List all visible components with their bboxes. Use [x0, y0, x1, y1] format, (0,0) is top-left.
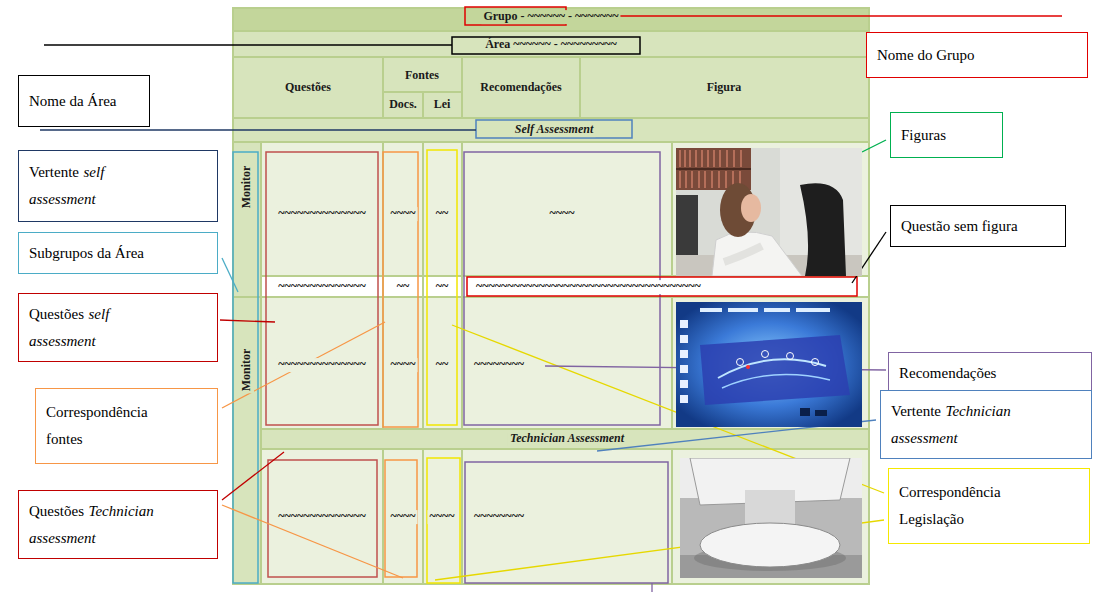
table-cell: ~~~~ — [389, 358, 418, 372]
table-cell: ~~~~~~~~~~~~~~ — [276, 280, 367, 294]
callout-label: Vertente — [891, 403, 941, 419]
highlight-outlines — [233, 7, 857, 583]
callout-label: Nome do Grupo — [877, 47, 975, 63]
table-cell: ~~ — [395, 280, 411, 294]
photo-person — [676, 148, 862, 276]
table-cell: ~~~~~~~~~~~~~~ — [276, 510, 367, 524]
callout-box: Correspondência fontes — [35, 388, 218, 464]
table-cell: Lei — [432, 98, 453, 112]
callout-box: Questõesself assessment — [18, 293, 218, 362]
table-cell: ~~~~~~~~ — [472, 358, 526, 372]
callout-text: Subgrupos da Área — [29, 240, 207, 267]
callout-text: QuestõesTechnician assessment — [29, 498, 199, 552]
table-cell: ~~ — [434, 207, 450, 221]
table-cell: ~~~~ — [428, 510, 457, 524]
photo-screen — [676, 302, 862, 427]
callout-text: Figuras — [901, 122, 992, 149]
table-cell: ~~~~~~~~~~~~~~ — [276, 358, 367, 372]
subgroup-label: Monitor — [240, 347, 254, 394]
callout-text: Questõesself assessment — [29, 301, 169, 355]
callout-text: Correspondência fontes — [46, 399, 176, 453]
table-cell: ~~ — [434, 280, 450, 294]
table-cell: Self Assessment — [513, 123, 596, 137]
callout-label: Questão sem figura — [901, 218, 1018, 234]
callout-label: Correspondência fontes — [46, 404, 148, 447]
callout-box: Vertenteself assessment — [18, 150, 218, 222]
table-cell: Questões — [283, 81, 333, 95]
callout-text: Nome do Grupo — [877, 42, 1077, 69]
callout-box: Subgrupos da Área — [18, 232, 218, 274]
table-cell: ~~ — [434, 358, 450, 372]
callout-label: Questões — [29, 503, 84, 519]
table-cell: Recomendações — [478, 81, 563, 95]
callout-text: Nome da Área — [29, 88, 139, 115]
callout-box: Nome da Área — [18, 75, 150, 127]
callout-label: Correspondência Legislação — [899, 484, 1001, 527]
callout-box: Correspondência Legislação — [888, 468, 1090, 544]
callout-label: Nome da Área — [29, 93, 116, 109]
template-table — [232, 7, 870, 585]
callout-box: Recomendações — [888, 352, 1092, 394]
table-cell: Technician Assessment — [508, 432, 626, 446]
callout-box: Questão sem figura — [890, 205, 1066, 247]
callout-text: Recomendações — [899, 360, 1081, 387]
table-cell: ~~~~ — [389, 207, 418, 221]
callout-text: Vertenteself assessment — [29, 159, 169, 213]
callout-box: Nome do Grupo — [866, 32, 1088, 78]
table-cell: ~~~~~~~~ — [472, 510, 526, 524]
table-cell: Grupo - ~~~~~~ - ~~~~~~~ — [481, 10, 620, 24]
table-cell: ~~~~ — [548, 207, 577, 221]
callout-label: Questões — [29, 306, 84, 322]
callout-label: Figuras — [901, 127, 946, 143]
callout-box: QuestõesTechnician assessment — [18, 490, 218, 559]
table-cell: Docs. — [387, 98, 419, 112]
table-cell: ~~~~~~~~~~~~~~~~~~~~~~~~~~~~~~~~~~~~ — [474, 280, 703, 294]
callout-box: VertenteTechnician assessment — [880, 390, 1092, 459]
table-cell: ~~~~~~~~~~~~~~ — [276, 207, 367, 221]
callout-label: Subgrupos da Área — [29, 245, 144, 261]
callout-box: Figuras — [890, 112, 1003, 158]
callout-label: Vertente — [29, 164, 79, 180]
callout-text: Questão sem figura — [901, 213, 1055, 240]
table-cell: Fontes — [403, 69, 441, 83]
subgroup-label: Monitor — [240, 164, 254, 211]
callout-text: VertenteTechnician assessment — [891, 398, 1061, 452]
photo-monitor-base — [680, 458, 862, 578]
table-cell: Área ~~~~~~ - ~~~~~~~~~ — [483, 38, 619, 52]
table-cell: Figura — [705, 81, 744, 95]
table-cell: ~~~~ — [389, 510, 418, 524]
callout-label: Recomendações — [899, 365, 996, 381]
callout-text: Correspondência Legislação — [899, 479, 1049, 533]
